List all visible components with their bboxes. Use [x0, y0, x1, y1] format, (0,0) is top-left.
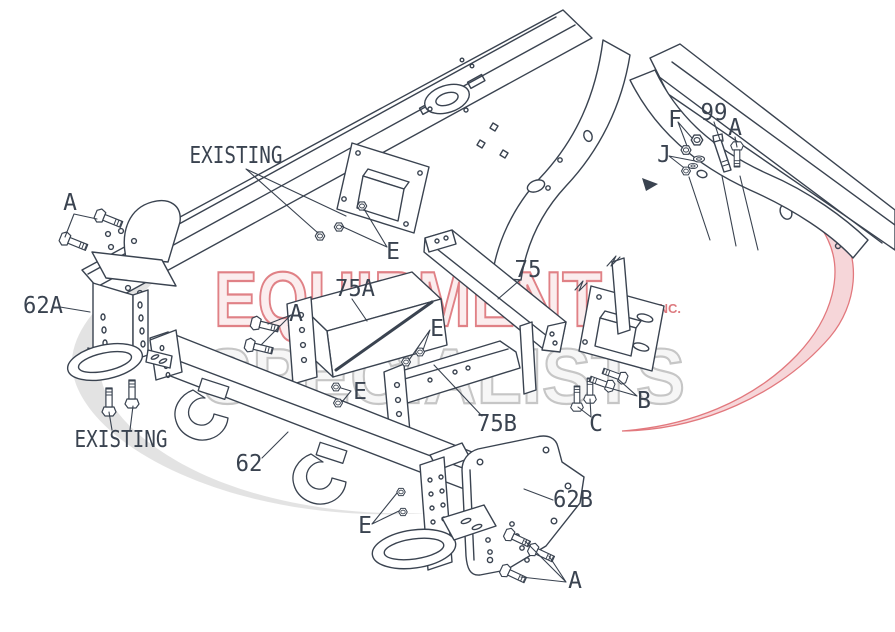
- label-a-upper-left: A: [63, 190, 77, 216]
- label-existing-bottom: EXISTING: [75, 427, 168, 453]
- label-a-bottom: A: [568, 568, 582, 594]
- label-62: 62: [236, 451, 263, 477]
- label-75: 75: [515, 257, 542, 283]
- part-62b-bracket: [371, 435, 585, 576]
- label-62b: 62B: [553, 487, 593, 513]
- label-f: F: [668, 107, 682, 133]
- long-bolt-99: [712, 133, 732, 173]
- label-75b: 75B: [477, 411, 517, 437]
- rail-oval-bracket: [526, 179, 546, 193]
- label-c: C: [589, 411, 603, 437]
- label-e-mid: E: [430, 316, 444, 342]
- label-e-top: E: [386, 239, 400, 265]
- part-labels: EXISTING A 62A 75A A E E E EXISTING 62 7…: [23, 100, 742, 594]
- label-a-mid-left: A: [289, 301, 303, 327]
- leader-lines: [59, 121, 738, 583]
- label-e-bottom: E: [358, 513, 372, 539]
- cab-mount-bracket: [424, 83, 470, 115]
- hardware: [57, 133, 744, 587]
- label-75a: 75A: [335, 276, 375, 302]
- label-e-left: E: [353, 379, 367, 405]
- label-a-upper-right: A: [728, 115, 742, 141]
- part-75a-box: [286, 271, 448, 385]
- drawing: [57, 9, 895, 587]
- part-62a-bracket: [66, 200, 181, 382]
- label-existing-top: EXISTING: [190, 143, 283, 169]
- label-62a: 62A: [23, 293, 63, 319]
- assembly-lines: [688, 175, 759, 251]
- label-99: 99: [701, 100, 728, 126]
- label-b: B: [637, 388, 651, 414]
- frame-horn-plate-left: [336, 142, 430, 234]
- part-75-bar: [423, 229, 631, 395]
- label-j: J: [657, 142, 671, 168]
